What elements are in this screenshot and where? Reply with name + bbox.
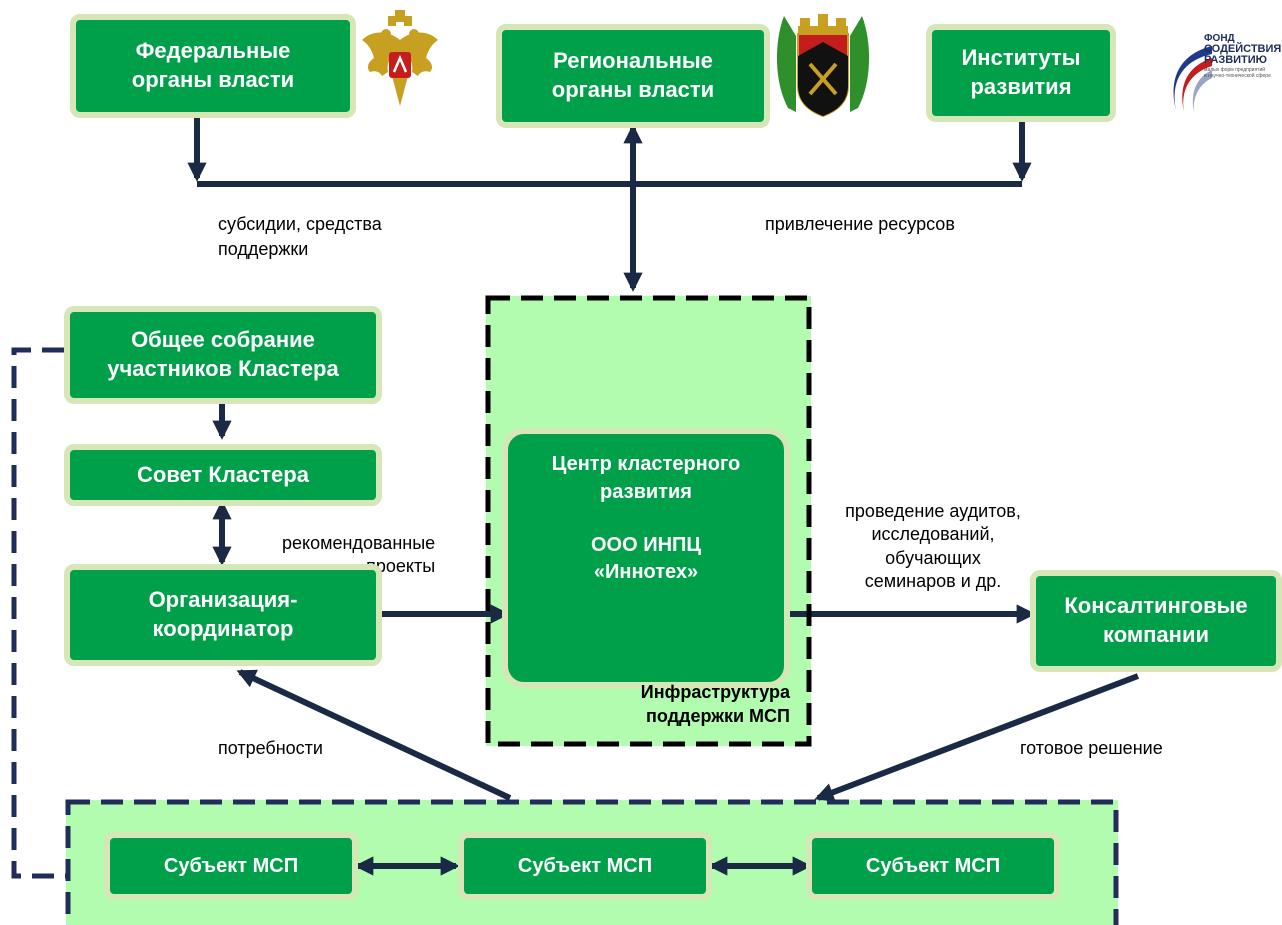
governance-dashed-loop xyxy=(11,347,68,879)
sme-box-3: Субъект МСП xyxy=(806,832,1060,900)
kemerovo-coat-of-arms-icon xyxy=(776,14,870,118)
fund-logo-line2: СОДЕЙСТВИЯ xyxy=(1204,43,1282,55)
general-assembly-box: Общее собрание участников Кластера xyxy=(64,306,382,404)
coordinator-box: Организация- координатор xyxy=(64,564,382,666)
label-needs: потребности xyxy=(218,738,323,758)
arrow-needs xyxy=(236,669,512,801)
label-resources: привлечение ресурсов xyxy=(765,214,955,234)
cluster-council-box: Совет Кластера xyxy=(64,444,382,506)
sme-box-2: Субъект МСП xyxy=(458,832,712,900)
label-subsidies: субсидии, средства поддержки xyxy=(218,214,382,260)
consulting-companies-box: Консалтинговые компании xyxy=(1030,570,1282,672)
regional-authorities-box: Региональные органы власти xyxy=(496,24,770,128)
cluster-development-center-box: Центр кластерного развития ООО ИНПЦ «Инн… xyxy=(502,428,790,688)
russia-coat-of-arms-icon xyxy=(362,10,438,106)
sme-box-1: Субъект МСП xyxy=(104,832,358,900)
fund-logo-line1: ФОНД xyxy=(1204,33,1235,44)
center-title: Центр кластерного развития xyxy=(551,453,741,503)
sme-zone-dashed-border xyxy=(65,799,1119,925)
fund-logo: ФОНД СОДЕЙСТВИЯ РАЗВИТИЮ малых форм пред… xyxy=(1166,26,1282,126)
label-recommended: рекомендованные проекты xyxy=(282,533,436,577)
development-institutes-box: Институты развития xyxy=(926,24,1116,122)
federal-authorities-box: Федеральные органы власти xyxy=(70,14,356,118)
label-solution: готовое решение xyxy=(1020,738,1163,758)
center-organization: ООО ИНПЦ «Иннотех» xyxy=(590,534,702,583)
fund-logo-line3: РАЗВИТИЮ xyxy=(1204,54,1268,66)
fund-swoosh-icon xyxy=(1173,46,1212,114)
infrastructure-dashed-border xyxy=(485,295,812,747)
arrow-solution xyxy=(814,673,1140,802)
infrastructure-label: Инфраструктура поддержки МСП xyxy=(640,682,790,727)
label-audits: проведение аудитов, исследований, обучаю… xyxy=(845,501,1021,592)
fund-logo-tagline: малых форм предприятий в научно-техничес… xyxy=(1204,67,1271,79)
